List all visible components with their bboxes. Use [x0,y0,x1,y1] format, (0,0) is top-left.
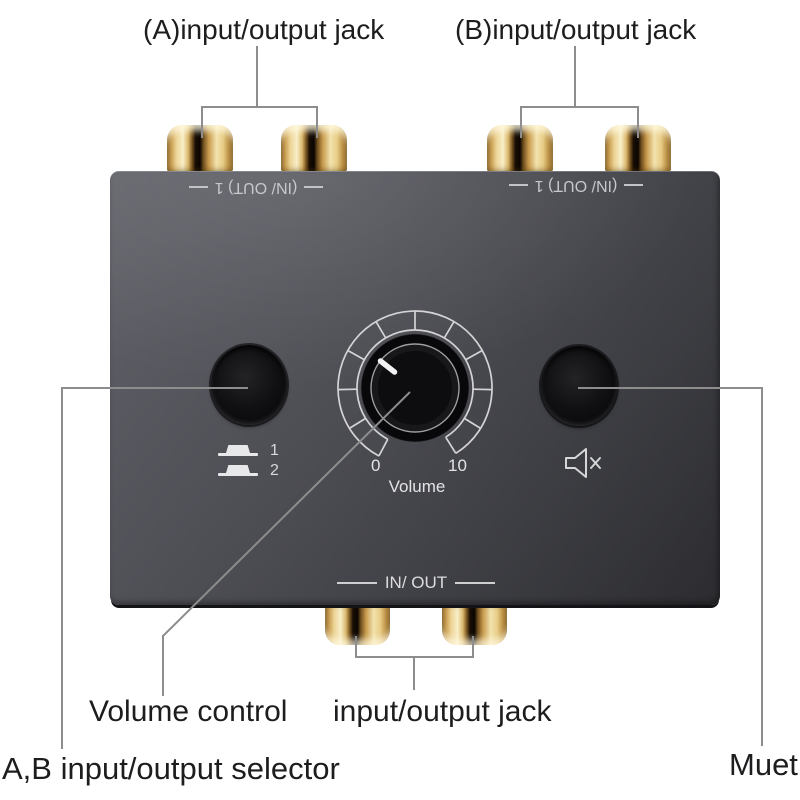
device-rear-label-b: (IN/ OUT) 1 [501,175,651,195]
scale-min: 0 [371,456,381,475]
rca-jack-front1 [325,603,390,645]
scale-max: 10 [448,456,467,475]
volume-knob [337,310,493,457]
selector-option-1: 1 [270,442,279,459]
rca-jack-front2 [442,603,507,645]
dash-line [188,186,208,188]
selector-option-2: 2 [270,462,279,479]
callout-volume-control: Volume control [89,695,288,728]
ab-selector-icon [218,453,258,456]
front-label-text: IN/ OUT [384,573,448,592]
ab-selector-button [211,345,287,425]
rear-label-a-text: (IN/ OUT) 1 [214,179,298,196]
dash-line [508,184,528,186]
dash-line [455,582,495,584]
ab-selector-icon [226,465,250,473]
dash-line [304,186,324,188]
rca-jack-a1 [167,125,233,172]
callout-a-jack: (A)input/output jack [143,14,385,45]
callout-ab-selector: A,B input/output selector [2,751,340,786]
speaker-mute-icon [565,448,601,478]
callout-mute: Muet [729,747,798,782]
rca-jack-b1 [487,125,553,172]
callout-io-jack: input/output jack [333,695,552,728]
callout-b-jack: (B)input/output jack [455,14,697,45]
ab-selector-icon [218,473,258,476]
device-rear-label-a: (IN/ OUT) 1 [181,177,331,197]
dash-line [624,184,644,186]
mute-button [541,346,617,426]
ab-selector-icon [226,445,250,453]
device-front-label: IN/ OUT [337,573,495,592]
rca-jack-a2 [281,125,347,172]
rear-label-b-text: (IN/ OUT) 1 [534,177,618,194]
scale-label: Volume [388,477,446,496]
rca-jack-b2 [605,125,671,172]
dash-line [337,582,377,584]
knob-indicator [377,358,398,375]
